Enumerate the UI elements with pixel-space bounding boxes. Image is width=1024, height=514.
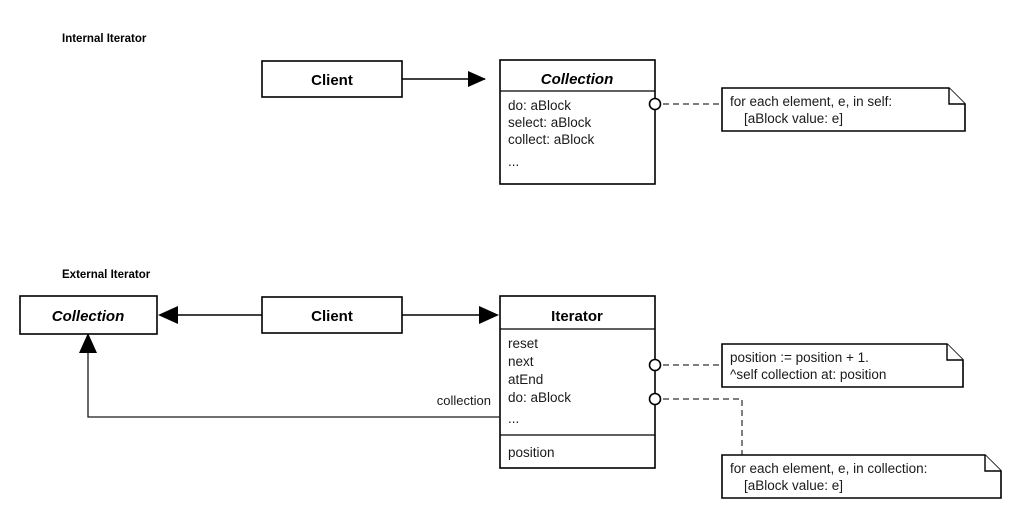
class-title-collection-external: Collection (52, 308, 125, 325)
note-line-internal-1: [aBlock value: e] (744, 111, 843, 126)
note-box-do[interactable] (721, 454, 1002, 499)
association-iterator-to-collection (87, 345, 500, 418)
note-connector-do (663, 398, 743, 455)
class-method-collection-internal-3: ... (508, 154, 519, 169)
note-line-next-1: ^self collection at: position (730, 367, 886, 382)
note-box-next[interactable] (721, 343, 964, 388)
class-method-iterator-2: atEnd (508, 372, 543, 387)
note-line-next-0: position := position + 1. (730, 350, 869, 365)
note-anchor-circle-internal[interactable] (648, 97, 662, 111)
note-line-internal-0: for each element, e, in self: (730, 94, 892, 109)
class-box-collection-internal[interactable] (499, 59, 656, 185)
arrowhead-client-to-collection-external (158, 306, 178, 324)
arrowhead-client-to-collection-internal (468, 71, 486, 87)
class-title-iterator: Iterator (551, 308, 603, 325)
section-label-external-iterator: External Iterator (62, 269, 151, 281)
class-method-collection-internal-0: do: aBlock (508, 98, 571, 113)
class-method-iterator-3: do: aBlock (508, 390, 571, 405)
class-method-collection-internal-1: select: aBlock (508, 115, 592, 130)
class-attribute-iterator-0: position (508, 445, 555, 460)
class-title-client-internal: Client (311, 72, 353, 89)
note-fold-corner-internal (948, 88, 965, 105)
arrowhead-client-to-iterator (479, 306, 499, 324)
section-label-internal-iterator: Internal Iterator (62, 33, 147, 45)
note-line-do-1: [aBlock value: e] (744, 478, 843, 493)
class-box-iterator[interactable] (499, 295, 656, 469)
note-fold-corner-do (984, 455, 1001, 472)
class-method-collection-internal-2: collect: aBlock (508, 132, 595, 147)
note-anchor-circle-next[interactable] (648, 358, 662, 372)
association-label-collection: collection (437, 393, 491, 408)
note-box-internal[interactable] (721, 87, 966, 132)
note-anchor-circle-do[interactable] (648, 392, 662, 406)
class-box-collection-external[interactable] (19, 295, 158, 335)
class-method-iterator-4: ... (508, 411, 519, 426)
class-method-iterator-0: reset (508, 336, 538, 351)
class-box-client-external[interactable] (261, 296, 403, 334)
note-line-do-0: for each element, e, in collection: (730, 461, 927, 476)
arrowhead-iterator-to-collection (79, 333, 97, 353)
class-box-client-internal[interactable] (261, 60, 403, 98)
note-fold-corner-next (946, 344, 963, 361)
class-title-client-external: Client (311, 308, 353, 325)
class-method-iterator-1: next (508, 354, 534, 369)
class-title-collection-internal: Collection (541, 71, 614, 88)
